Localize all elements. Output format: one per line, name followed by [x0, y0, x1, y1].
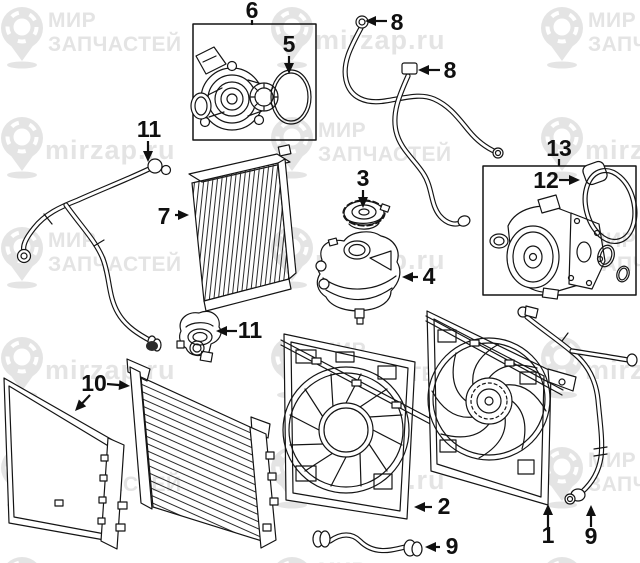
callout-number: 7 [158, 203, 171, 229]
callout-arrowhead-icon [358, 197, 368, 208]
callout-1: 1 [542, 504, 555, 548]
callout-number: 6 [246, 0, 259, 23]
callout-number: 11 [137, 116, 162, 142]
callout-number: 12 [533, 167, 559, 193]
water-pump-drawing [489, 194, 606, 300]
watermark-site-text: mirzap.ru [585, 135, 640, 165]
map-pin-gear-icon [7, 557, 37, 563]
callout-number: 8 [444, 57, 457, 83]
expansion-tank-4-drawing [315, 231, 401, 325]
callout-arrowhead-icon [418, 65, 429, 75]
callout-number: 8 [391, 9, 404, 35]
watermark: mirzap.ru [547, 557, 577, 563]
map-pin-gear-icon [1, 117, 43, 179]
watermark: mirzap.ru [541, 117, 640, 179]
callout-2: 2 [414, 493, 450, 519]
callout-number: 4 [423, 263, 436, 289]
callout-arrowhead-icon [178, 210, 189, 220]
callout-layer: 6 5 8 8 11 3 7 13 12 4 11 10 2 9 1 9 [75, 0, 597, 559]
radiator-10b-drawing [126, 358, 279, 549]
callout-number: 5 [283, 31, 296, 57]
callout-5: 5 [283, 31, 296, 74]
callout-11: 11 [137, 116, 162, 162]
callout-6: 6 [246, 0, 259, 25]
callout-arrowhead-icon [425, 542, 436, 552]
callout-12: 12 [533, 167, 580, 193]
branch-hose-11-drawing [16, 158, 172, 352]
callout-arrowhead-icon [216, 326, 227, 336]
map-pin-gear-icon [541, 447, 583, 509]
callout-9: 9 [585, 505, 598, 549]
watermark-brand-text: ЗАПЧАСТЕЙ [48, 32, 182, 56]
map-pin-gear-icon [1, 7, 43, 69]
hose-9-right-drawing [517, 305, 638, 505]
callout-4: 4 [402, 263, 436, 289]
callout-3: 3 [357, 165, 370, 208]
callout-8: 8 [365, 9, 404, 35]
callout-number: 9 [585, 523, 598, 549]
watermark-brand-text: МИР [588, 449, 636, 472]
callout-8: 8 [418, 57, 457, 83]
callout-arrowhead-icon [365, 16, 376, 26]
callout-arrowhead-icon [143, 151, 153, 162]
watermark-brand-text: МИР [588, 9, 636, 32]
watermark: mirzap.ru [1, 337, 176, 399]
hose-9-lower-drawing [312, 530, 423, 557]
fan-shroud-2-drawing [280, 333, 449, 520]
callout-number: 11 [238, 317, 263, 343]
radiator-10a-drawing [3, 377, 128, 550]
callout-arrow-line [106, 382, 121, 387]
callout-arrow-line [81, 394, 91, 405]
watermark-site-text: mirzap.ru [315, 25, 446, 55]
watermark-brand-text: ЗАПЧАСТЕЙ [318, 142, 452, 166]
map-pin-gear-icon [541, 7, 583, 69]
callout-9: 9 [425, 533, 458, 559]
housing-11-drawing [176, 310, 222, 363]
cap-3-drawing [342, 199, 391, 230]
watermark: mirzap.ru [7, 557, 37, 563]
map-pin-gear-icon [541, 117, 583, 179]
radiator-7-drawing [188, 144, 297, 312]
watermark-brand-text: ЗАПЧАСТЕЙ [48, 252, 182, 276]
watermark-brand-text: МИР [318, 559, 366, 563]
watermark-brand-text: МИР [48, 9, 96, 32]
callout-number: 3 [357, 165, 370, 191]
callout-arrowhead-icon [75, 399, 87, 411]
thermostat-unit-drawing [190, 46, 279, 131]
callout-11: 11 [216, 317, 262, 343]
callout-10: 10 [75, 370, 130, 411]
callout-arrowhead-icon [543, 504, 553, 515]
callout-number: 13 [546, 135, 572, 161]
callout-number: 9 [446, 533, 459, 559]
map-pin-gear-icon [547, 557, 577, 563]
part-box-6 [192, 23, 317, 141]
callout-arrowhead-icon [284, 63, 294, 74]
callout-number: 1 [542, 522, 555, 548]
small-fasteners-drawing [146, 340, 205, 356]
watermark: mirzap.ru [541, 337, 640, 399]
callout-arrowhead-icon [118, 380, 130, 391]
watermark-brand-text: МИР [48, 229, 96, 252]
gasket-12-drawing [582, 160, 638, 283]
watermark-brand-text: МИР [318, 119, 366, 142]
callout-arrowhead-icon [414, 502, 425, 512]
callout-number: 2 [438, 493, 451, 519]
watermark-brand-text: ЗАПЧАСТЕЙ [588, 32, 640, 56]
o-ring-5-drawing [270, 69, 312, 125]
fan-assembly-1-drawing [425, 310, 577, 506]
callout-arrowhead-icon [402, 272, 413, 282]
callout-number: 10 [81, 370, 107, 396]
map-pin-gear-icon [277, 557, 307, 563]
vent-hoses-8-drawing [342, 15, 504, 227]
watermark-site-text: mirzap.ru [45, 355, 176, 385]
callout-arrowhead-icon [569, 175, 580, 185]
callout-7: 7 [158, 203, 189, 229]
callout-arrowhead-icon [586, 505, 596, 516]
callout-13: 13 [546, 135, 572, 166]
